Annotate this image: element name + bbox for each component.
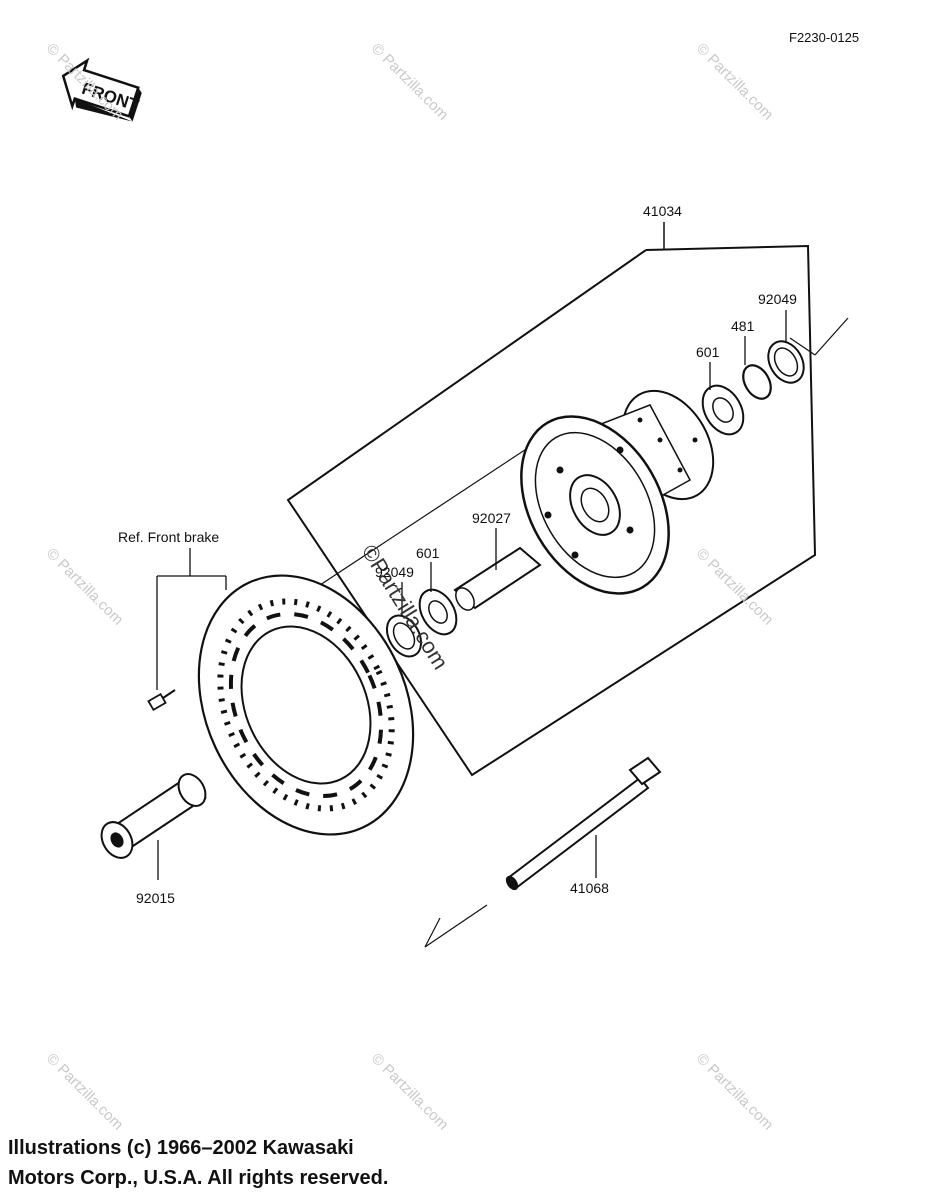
- spacer: [453, 528, 542, 611]
- reference-note: Ref. Front brake: [118, 529, 220, 545]
- part-label-41068[interactable]: 41068: [570, 880, 609, 896]
- part-label-481[interactable]: 481: [731, 318, 755, 334]
- part-label-41034[interactable]: 41034: [643, 203, 682, 219]
- part-label-92027[interactable]: 92027: [472, 510, 511, 526]
- brake-disc: [197, 574, 415, 836]
- part-label-601-left[interactable]: 601: [416, 545, 440, 561]
- copyright-line-2: Motors Corp., U.S.A. All rights reserved…: [8, 1167, 389, 1189]
- copyright-line-1: Illustrations (c) 1966–2002 Kawasaki: [8, 1137, 354, 1159]
- copyright-notice: Illustrations (c) 1966–2002 Kawasaki Mot…: [8, 1133, 388, 1193]
- bearing-right: [701, 362, 745, 436]
- part-label-601-right[interactable]: 601: [696, 344, 720, 360]
- axis-line: [319, 439, 541, 586]
- hub-assembly-outline: [286, 244, 817, 777]
- axis-arrow-lower-2: [424, 917, 441, 948]
- axis-arrow-lower: [424, 904, 488, 948]
- bearing-left: [418, 562, 458, 636]
- part-label-92049-right[interactable]: 92049: [758, 291, 797, 307]
- front-arrow-icon: FRONT: [61, 57, 142, 122]
- part-label-92015[interactable]: 92015: [136, 890, 175, 906]
- seal-right: [767, 310, 805, 384]
- seal-left: [385, 582, 423, 658]
- axis-arrow-upper-2: [789, 337, 816, 356]
- diagram-code: F2230-0125: [789, 30, 860, 45]
- axle: [505, 756, 662, 891]
- collar: [100, 773, 207, 880]
- circlip: [742, 336, 772, 400]
- wheel-hub: [520, 389, 715, 595]
- reference-bracket: [156, 548, 227, 690]
- disc-bolt: [147, 689, 176, 712]
- axis-arrow-upper: [814, 317, 849, 356]
- part-label-92049-left[interactable]: 92049: [375, 564, 414, 580]
